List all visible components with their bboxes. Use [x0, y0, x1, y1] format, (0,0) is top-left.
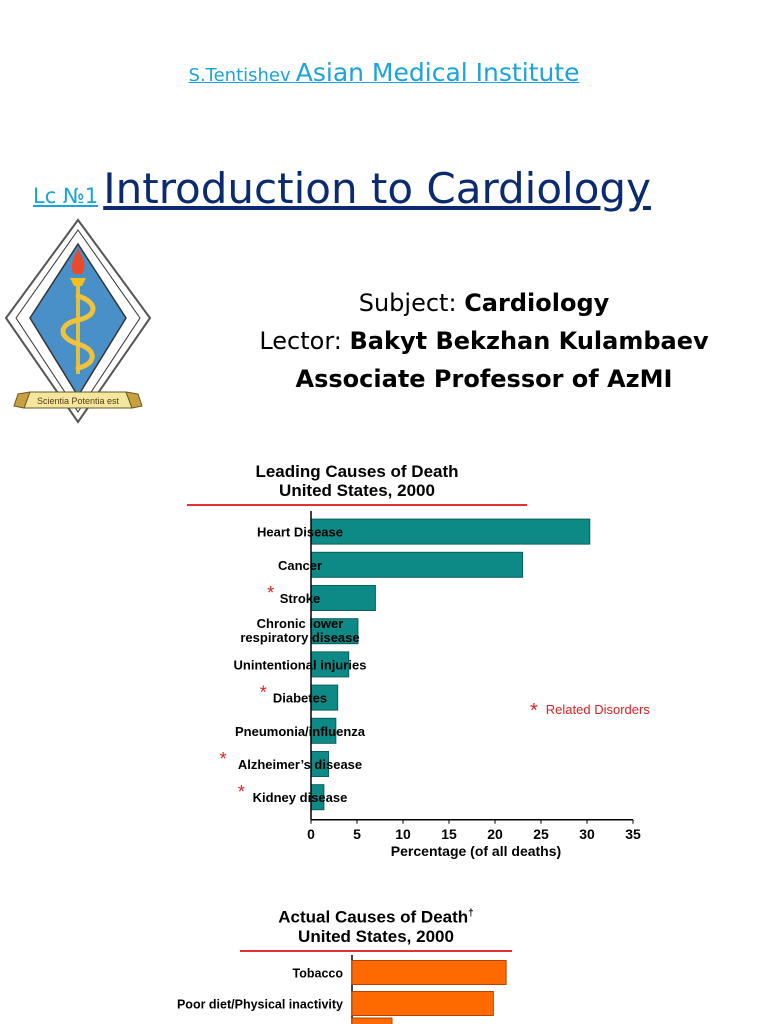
institute-header[interactable]: S.Tentishev Asian Medical Institute — [0, 58, 768, 87]
chart1-title-line2: United States, 2000 — [279, 481, 435, 500]
chart2-category-label-1: Poor diet/Physical inactivity — [177, 998, 343, 1012]
chart1-title-rule — [187, 504, 527, 506]
lecture-info: Subject: Cardiology Lector: Bakyt Bekzha… — [200, 284, 768, 398]
subject-line: Subject: Cardiology — [200, 284, 768, 322]
chart2-title-sup: † — [468, 908, 474, 919]
logo-emblem-icon: Scientia Potentia est — [4, 218, 152, 424]
chart2-title: Actual Causes of Death† United States, 2… — [240, 904, 512, 952]
bar-3 — [310, 618, 359, 645]
x-tick-label-4: 20 — [487, 826, 503, 842]
lecture-title: Introduction to Cardiology — [103, 164, 651, 213]
x-tick-label-7: 35 — [625, 826, 641, 842]
subject-label: Subject: — [358, 289, 457, 317]
category-label-3-1: respiratory disease — [240, 630, 359, 645]
chart1-title: Leading Causes of Death United States, 2… — [187, 462, 527, 506]
institute-logo: Scientia Potentia est — [4, 216, 152, 428]
x-tick-label-5: 25 — [533, 826, 549, 842]
category-label-4: Unintentional injuries — [234, 657, 367, 672]
institute-prefix: S.Tentishev — [188, 65, 291, 86]
lecture-number: Lc №1 — [33, 184, 99, 208]
chart2-title-rule — [240, 949, 512, 952]
bar-6 — [310, 717, 337, 744]
bar-4 — [310, 651, 350, 678]
chart1-title-line1: Leading Causes of Death — [255, 462, 459, 481]
chart2-category-label-0: Tobacco — [293, 967, 344, 981]
chart2-bar-cutoff — [351, 1017, 393, 1024]
x-tick-label-6: 30 — [579, 826, 595, 842]
x-tick-label-2: 10 — [395, 826, 411, 842]
logo-motto: Scientia Potentia est — [37, 396, 120, 406]
institute-link[interactable]: S.Tentishev Asian Medical Institute — [188, 58, 580, 87]
x-axis-label: Percentage (of all deaths) — [391, 843, 561, 859]
lecture-heading: Lc №1 Introduction to Cardiology — [33, 164, 651, 213]
position-line: Associate Professor of AzMI — [200, 360, 768, 398]
chart2-bar-1 — [351, 991, 494, 1016]
chart2-title-line2: United States, 2000 — [298, 926, 454, 946]
category-label-3-0: Chronic lower — [257, 616, 344, 631]
category-label-6: Pneumonia/influenza — [235, 724, 366, 739]
lector-label: Lector: — [259, 327, 342, 355]
chart2-bar-0 — [351, 960, 507, 985]
bar-0 — [310, 518, 591, 545]
bar-5 — [310, 684, 339, 711]
chart2-title-line1: Actual Causes of Death — [278, 907, 469, 927]
category-label-5: Diabetes — [273, 691, 327, 706]
legend-label: Related Disorders — [545, 702, 650, 717]
x-tick-label-3: 15 — [441, 826, 457, 842]
x-tick-label-0: 0 — [307, 826, 315, 842]
category-label-8: Kidney disease — [253, 790, 348, 805]
related-disorders-legend: * Related Disorders — [530, 700, 650, 723]
lector-position: Associate Professor of AzMI — [295, 365, 673, 393]
related-marker-8: * — [238, 782, 245, 802]
x-tick-label-1: 5 — [353, 826, 361, 842]
lector-value: Bakyt Bekzhan Kulambaev — [349, 327, 709, 355]
category-label-0: Heart Disease — [257, 525, 343, 540]
institute-name: Asian Medical Institute — [295, 58, 580, 87]
related-marker-5: * — [260, 683, 267, 703]
related-marker-7: * — [220, 749, 227, 769]
lector-line: Lector: Bakyt Bekzhan Kulambaev — [200, 322, 768, 360]
legend-marker: * — [530, 700, 538, 722]
subject-value: Cardiology — [464, 289, 610, 317]
related-marker-2: * — [267, 583, 274, 603]
category-label-7: Alzheimer’s disease — [238, 757, 362, 772]
bar-2 — [310, 585, 376, 611]
category-label-2: Stroke — [280, 591, 320, 606]
